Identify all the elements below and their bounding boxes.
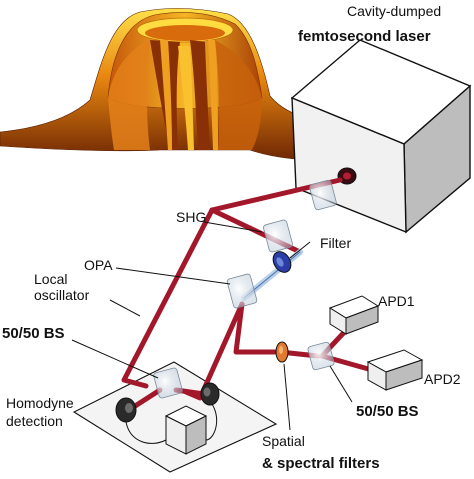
leader-filter [289,241,311,259]
leader-spatial [283,363,291,431]
surface-dip-right [190,40,210,150]
label-laser-line2: femtosecond laser [298,28,431,45]
label-homodyne-line2: detection [6,413,63,429]
homodyne-detectors [115,382,220,455]
label-bs-right: 50/50 BS [356,403,419,420]
surface-central-peak [178,46,194,150]
leader-shg [203,221,263,233]
surface-flank-right [215,40,262,150]
label-local-oscillator-line1: Local [34,271,67,287]
detector-left-window [125,403,133,413]
beam-local-oscillator [121,207,215,389]
label-bs-left: 50/50 BS [2,325,65,342]
surface-crater-inner [145,25,225,41]
laser-aperture-glow [343,172,351,180]
label-apd2: APD2 [424,371,461,387]
beam-splitter-right [307,341,335,371]
label-apd1: APD1 [378,293,415,309]
label-laser-line1: Cavity-dumped [347,3,441,19]
apd2-box [366,349,424,391]
labels: Cavity-dumped femtosecond laser SHG Filt… [2,3,461,472]
apd1-box [328,295,380,335]
leader-opa [115,267,231,285]
label-spatial-line2: & spectral filters [262,455,380,472]
leader-local-oscillator [109,299,141,317]
optics [153,179,337,399]
shg-crystal [263,219,293,253]
electronics-box-front [165,415,187,455]
laser-box [290,39,472,234]
opa-crystal [226,273,258,309]
beam-splitter-left [153,367,183,399]
beam-to-detector-left [129,387,163,411]
label-shg: SHG [176,209,206,225]
spatial-filter-highlight [279,346,283,354]
laser-box-front [291,96,407,234]
filter-highlight [276,257,284,267]
leader-bs-left [71,339,159,379]
leader-lines [71,221,353,431]
surface-fringe-left [160,40,172,150]
label-local-oscillator-line2: oscillator [34,287,90,303]
beam-to-apd-branch [233,301,321,359]
label-opa: OPA [84,257,113,273]
surface-flank-left [108,40,150,150]
label-filter: Filter [320,235,351,251]
surface-fringe-right [208,40,218,150]
wigner-surface-plot [0,8,371,161]
label-spatial-line1: Spatial [262,433,305,449]
leader-bs-right [329,365,353,403]
detector-right-window [203,387,211,397]
cable-left [125,421,167,444]
crystal-near-laser [309,179,337,211]
label-homodyne-line1: Homodyne [6,395,74,411]
cable-right [205,403,218,441]
